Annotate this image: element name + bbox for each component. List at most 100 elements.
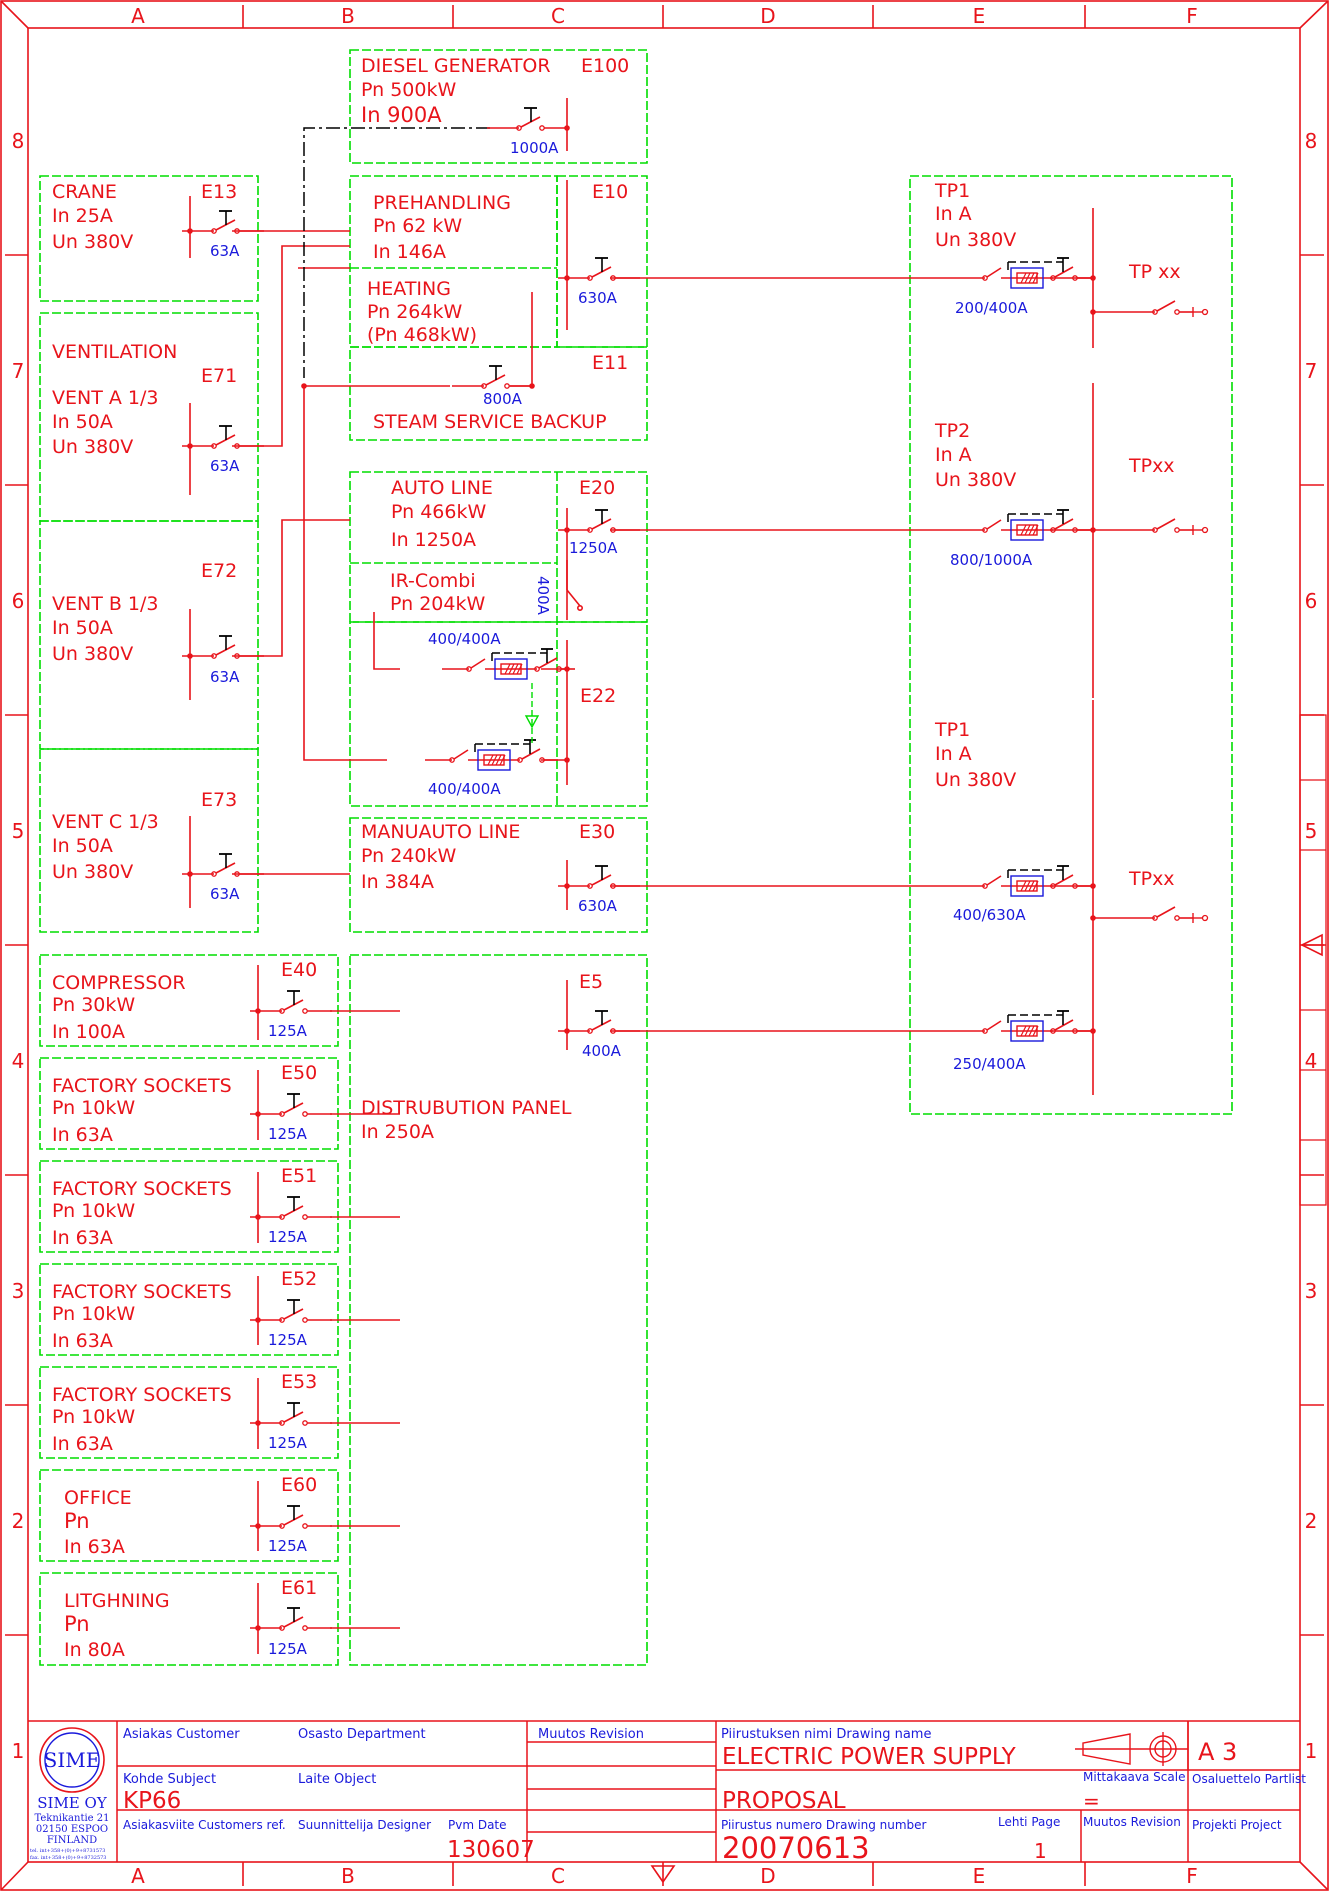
ventilation-title: VENTILATION xyxy=(52,341,177,363)
tp1-bottom-current: In A xyxy=(935,743,972,765)
designer-label: Suunnittelija Designer xyxy=(298,1818,431,1832)
manuauto-current: In 384A xyxy=(361,871,434,893)
office-power: Pn xyxy=(64,1509,90,1533)
breakers xyxy=(181,107,1209,1632)
department-label: Osasto Department xyxy=(298,1727,426,1742)
breaker-e50 xyxy=(249,1093,333,1118)
page-value: 1 xyxy=(1034,1839,1047,1863)
relay-breaker-tp2 xyxy=(957,509,1092,541)
company-city: 02150 ESPOO xyxy=(36,1824,108,1835)
vent-a-rating: 63A xyxy=(210,457,240,475)
drawing-number-value: 20070613 xyxy=(722,1831,870,1865)
sockets-53-title: FACTORY SOCKETS xyxy=(52,1384,232,1406)
e5-rating: 400A xyxy=(582,1042,622,1060)
row-label-left: 2 xyxy=(12,1509,25,1533)
auto-line-block: AUTO LINE Pn 466kW In 1250A E20 1250A 40… xyxy=(390,477,618,798)
compressor-title: COMPRESSOR xyxy=(52,972,186,994)
breaker-e40 xyxy=(249,990,333,1015)
e30-rating: 630A xyxy=(578,897,618,915)
title-block-labels: Asiakas Customer Osasto Department Muuto… xyxy=(123,1727,1306,1832)
vent-c-current: In 50A xyxy=(52,835,113,857)
e51-id: E51 xyxy=(281,1165,317,1187)
col-label-top: D xyxy=(760,4,775,28)
company-fax: fax. int+358+(0)+9+8732573 xyxy=(30,1854,107,1861)
diesel-id: E100 xyxy=(581,55,629,77)
scale-label: Mittakaava Scale xyxy=(1083,1770,1185,1784)
sub-loads: COMPRESSOR Pn 30kW In 100A E40 125A FACT… xyxy=(52,959,317,1661)
row-label-right: 4 xyxy=(1305,1049,1318,1073)
tp-outgoing-top xyxy=(1092,300,1209,318)
e11-id: E11 xyxy=(592,352,628,374)
e52-id: E52 xyxy=(281,1268,317,1290)
heating-title: HEATING xyxy=(367,278,451,300)
object-label: Laite Object xyxy=(298,1772,376,1787)
tp1-bottom-title: TP1 xyxy=(934,719,970,741)
row-label-left: 1 xyxy=(12,1739,25,1763)
tp1-bottom-rating: 400/630A xyxy=(953,906,1026,924)
vent-b-rating: 63A xyxy=(210,668,240,686)
e20-sub-rating: 400A xyxy=(534,576,552,616)
row-label-right: 3 xyxy=(1305,1279,1318,1303)
crane-voltage: Un 380V xyxy=(52,231,133,253)
revision-label: Muutos Revision xyxy=(538,1727,644,1742)
date-value: 130607 xyxy=(447,1837,535,1863)
drawing-number-label: Piirustus numero Drawing number xyxy=(721,1818,927,1832)
vent-b-voltage: Un 380V xyxy=(52,643,133,665)
row-label-right: 1 xyxy=(1305,1739,1318,1763)
e20-rating: 1250A xyxy=(569,539,618,557)
wiring xyxy=(189,98,1094,1654)
breaker-e51 xyxy=(249,1196,333,1221)
auto-line-power: Pn 466kW xyxy=(391,501,486,523)
distribution-title: DISTRUBUTION PANEL xyxy=(361,1097,572,1119)
sockets-52-power: Pn 10kW xyxy=(52,1303,135,1325)
ir-combi-title: IR-Combi xyxy=(390,570,476,592)
tp1-bottom-out: TPxx xyxy=(1128,868,1175,890)
breaker-e72 xyxy=(181,635,265,660)
heating-power-alt: (Pn 468kW) xyxy=(367,324,477,346)
e50-id: E50 xyxy=(281,1062,317,1084)
tp1-top-rating: 200/400A xyxy=(955,299,1028,317)
tp1-bottom-voltage: Un 380V xyxy=(935,769,1016,791)
transfer-panels: TP1 In A Un 380V 200/400A TP xx TP2 In A… xyxy=(934,180,1181,1073)
relay-breaker-tp1-bottom xyxy=(957,865,1092,897)
project-label: Projekti Project xyxy=(1192,1818,1282,1832)
title-block-frame xyxy=(28,1720,1300,1862)
status-value: PROPOSAL xyxy=(722,1788,846,1814)
breaker-e61 xyxy=(249,1607,333,1632)
crane-block: CRANE In 25A Un 380V E13 63A xyxy=(52,181,240,260)
auto-line-title: AUTO LINE xyxy=(391,477,493,499)
tp1-top-current: In A xyxy=(935,203,972,225)
col-label-bottom: F xyxy=(1186,1864,1198,1888)
e60-id: E60 xyxy=(281,1474,317,1496)
heating-power: Pn 264kW xyxy=(367,301,462,323)
diesel-generator-block: DIESEL GENERATOR Pn 500kW In 900A E100 1… xyxy=(361,55,629,157)
date-label: Pvm Date xyxy=(448,1818,507,1832)
tp2-current: In A xyxy=(935,444,972,466)
ir-combi-power: Pn 204kW xyxy=(390,593,485,615)
office-current: In 63A xyxy=(64,1536,125,1558)
compressor-power: Pn 30kW xyxy=(52,994,135,1016)
panel-boxes xyxy=(39,49,1233,1666)
e11-rating: 800A xyxy=(483,390,523,408)
crane-title: CRANE xyxy=(52,181,117,203)
vent-c-voltage: Un 380V xyxy=(52,861,133,883)
e60-rating: 125A xyxy=(268,1537,308,1555)
sockets-51-title: FACTORY SOCKETS xyxy=(52,1178,232,1200)
e61-id: E61 xyxy=(281,1577,317,1599)
vent-b-id: E72 xyxy=(201,560,237,582)
e51-rating: 125A xyxy=(268,1228,308,1246)
row-label-right: 5 xyxy=(1305,819,1318,843)
interlock-line xyxy=(303,127,490,378)
company-tel: tel. int+358+(0)+9+8731573 xyxy=(30,1847,105,1854)
relay-breaker-e22-bottom xyxy=(424,739,559,771)
auto-line-current: In 1250A xyxy=(391,529,476,551)
company-street: Teknikantie 21 xyxy=(34,1813,109,1824)
breaker-e10 xyxy=(557,257,641,282)
tp-outgoing-bottom xyxy=(1092,906,1209,924)
tp1-top-voltage: Un 380V xyxy=(935,229,1016,251)
customer-label: Asiakas Customer xyxy=(123,1727,240,1742)
vent-a-current: In 50A xyxy=(52,411,113,433)
col-label-bottom: A xyxy=(131,1864,145,1888)
manuauto-power: Pn 240kW xyxy=(361,845,456,867)
